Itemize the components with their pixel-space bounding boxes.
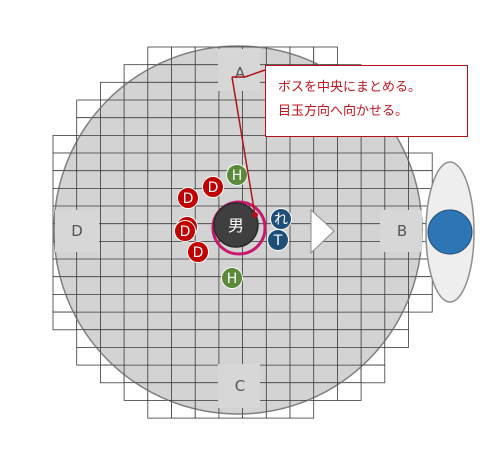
marker-c-label: C (235, 377, 245, 395)
party-role-label: D (180, 224, 191, 240)
grid-cell (336, 382, 362, 401)
party-role-label: D (183, 191, 194, 207)
marker-b: B (380, 210, 422, 252)
callout-line-2: 目玉方向へ向かせる。 (278, 104, 409, 119)
strategy-callout: ボスを中央にまとめる。 目玉方向へ向かせる。 (265, 65, 468, 137)
boss-token: 男 (211, 200, 267, 256)
boss-label: 男 (228, 216, 244, 235)
party-role-label: H (232, 168, 243, 184)
party-role-label: D (208, 180, 219, 196)
marker-d: D (55, 210, 99, 252)
party-token (221, 267, 243, 289)
party-member-5: D (174, 220, 196, 242)
grid-cell (313, 46, 338, 66)
party-members: HDDDDDHれT (174, 164, 292, 289)
party-role-label: T (273, 233, 283, 249)
eye-icon (425, 161, 475, 303)
party-member-8: れ (270, 208, 292, 230)
grid-cell (408, 152, 433, 172)
facing-arrow-icon (310, 208, 335, 255)
party-role-label: H (227, 271, 238, 287)
party-token (187, 241, 209, 263)
marker-b-label: B (397, 222, 407, 240)
party-member-7: H (221, 267, 243, 289)
callout-leader (231, 69, 266, 218)
party-member-3: D (177, 187, 199, 209)
eye-iris (427, 209, 473, 255)
party-member-1: H (226, 164, 248, 186)
grid-cell (408, 293, 433, 313)
party-token (174, 220, 196, 242)
marker-c: C (218, 364, 260, 408)
party-token (226, 164, 248, 186)
grid-cell (360, 364, 386, 384)
party-token (202, 176, 224, 198)
party-member-9: T (267, 229, 289, 251)
party-member-2: D (202, 176, 224, 198)
marker-d-label: D (71, 222, 83, 240)
party-role-label: D (193, 245, 204, 261)
callout-line-1: ボスを中央にまとめる。 (278, 80, 422, 95)
party-token (267, 229, 289, 251)
party-role-label: れ (274, 212, 288, 228)
party-member-6: D (187, 241, 209, 263)
marker-a: A (218, 49, 260, 91)
marker-a-label: A (235, 64, 246, 82)
party-token (177, 187, 199, 209)
grid-cell (76, 346, 101, 366)
grid-cell (52, 311, 78, 331)
grid-cell (147, 399, 172, 419)
